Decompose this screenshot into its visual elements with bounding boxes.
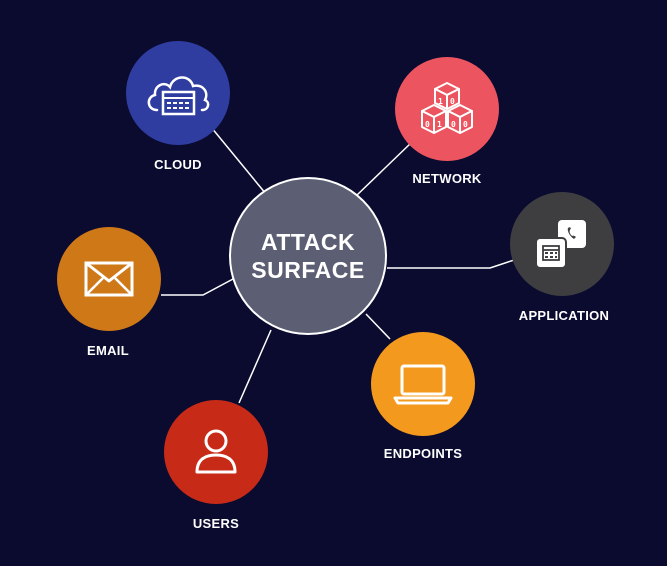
application-node — [510, 192, 614, 296]
svg-text:1: 1 — [437, 120, 442, 129]
link-cloud — [210, 126, 267, 195]
hub-title-line1: ATTACK — [260, 229, 356, 255]
laptop-icon — [392, 362, 454, 406]
link-application — [387, 259, 515, 269]
envelope-icon — [82, 259, 136, 299]
hub-title-line2: SURFACE — [251, 257, 365, 283]
link-endpoints — [365, 313, 391, 340]
cloud-server-icon — [143, 68, 213, 118]
link-network — [355, 141, 413, 197]
app-windows-icon — [532, 216, 592, 272]
application-label: APPLICATION — [518, 308, 610, 323]
svg-text:1: 1 — [438, 97, 443, 106]
users-label: USERS — [192, 516, 240, 531]
email-label: EMAIL — [87, 343, 129, 358]
user-icon — [191, 426, 241, 478]
cloud-node — [126, 41, 230, 145]
attack-surface-hub: ATTACK SURFACE — [229, 177, 387, 335]
svg-text:0: 0 — [450, 97, 455, 106]
users-node — [164, 400, 268, 504]
svg-text:0: 0 — [425, 120, 430, 129]
cloud-label: CLOUD — [154, 157, 202, 172]
svg-text:0: 0 — [451, 120, 456, 129]
link-users — [238, 329, 272, 404]
network-label: NETWORK — [412, 171, 482, 186]
email-node — [57, 227, 161, 331]
link-email — [161, 278, 234, 296]
endpoints-label: ENDPOINTS — [383, 446, 463, 461]
svg-text:0: 0 — [463, 120, 468, 129]
endpoints-node — [371, 332, 475, 436]
